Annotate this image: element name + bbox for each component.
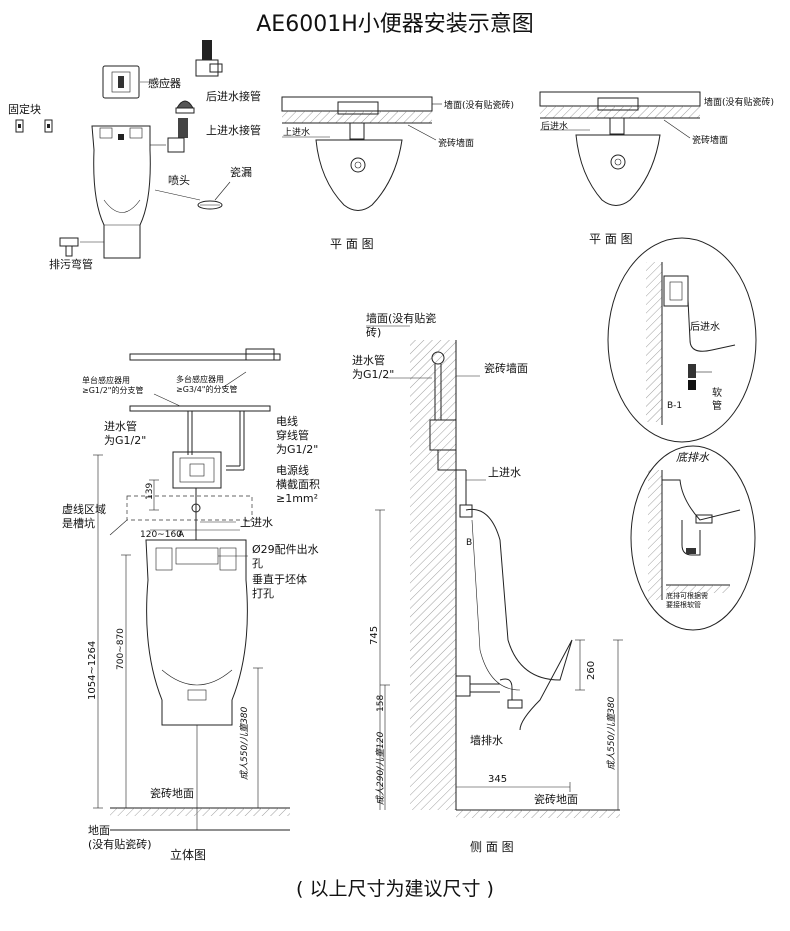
top-inlet-joint-label: 上进水接管	[206, 123, 261, 137]
urinal-body-part	[91, 125, 151, 259]
conduit-label-1: 电线	[276, 414, 298, 428]
multi-branch-label-1: 多台感应器用	[176, 374, 224, 384]
floor-drain-note-1: 底排可根据需	[666, 591, 708, 600]
plan-right-inlet-label: 后进水	[541, 120, 568, 132]
side-inlet-pipe-label-1: 进水管	[352, 353, 385, 367]
fixing-block-part	[15, 119, 53, 133]
side-dim-158: 158	[376, 695, 386, 712]
side-tile-wall-label: 瓷砖墙面	[484, 361, 528, 375]
side-inlet-pipe-label-2: 为G1/2"	[352, 368, 394, 381]
strainer-label: 瓷漏	[230, 165, 252, 179]
floor-label-1: 地面	[88, 824, 110, 837]
page-title: AE6001H小便器安装示意图	[256, 12, 534, 37]
drain-bend-part	[59, 237, 104, 257]
footer-note: ( 以上尺寸为建议尺寸 )	[296, 878, 494, 900]
power-label-1: 电源线	[276, 463, 309, 477]
sensor-plate	[102, 65, 140, 99]
plan-left-tile-wall-label: 瓷砖墙面	[438, 137, 474, 149]
plan-left-inlet-label: 上进水	[283, 126, 310, 138]
point-a-label: A	[178, 530, 185, 540]
side-wall-drain-label: 墙排水	[470, 733, 503, 747]
side-dim-550: 成人550/儿童380	[606, 696, 617, 770]
single-branch-label-2: ≥G1/2"的分支管	[82, 385, 143, 395]
side-dim-260: 260	[586, 661, 597, 680]
multi-branch-label-2: ≥G3/4"的分支管	[176, 384, 237, 394]
plan-view-rear-inlet: 墙面(没有贴瓷砖) 后进水 瓷砖墙面 平 面 图	[539, 91, 774, 246]
dashed-area-label-2: 是槽坑	[62, 516, 95, 530]
elevation-caption: 立体图	[170, 847, 206, 862]
side-wall-label-2: 砖)	[366, 325, 381, 339]
dim-total: 1054~1264	[87, 641, 98, 700]
b1-label: B-1	[667, 401, 682, 411]
side-top-inlet-label: 上进水	[488, 466, 521, 479]
dim-700-870: 700~870	[116, 628, 126, 670]
elevation-urinal	[145, 539, 248, 726]
dim-adult-child: 成人550/儿童380	[239, 706, 250, 780]
elevation-tile-floor-label: 瓷砖地面	[150, 786, 194, 800]
plan-right-tile-wall-label: 瓷砖墙面	[692, 134, 728, 146]
dim-120-160: 120~160	[140, 530, 182, 540]
dashed-area-label-1: 虚线区域	[62, 502, 106, 516]
side-tile-floor-label: 瓷砖地面	[534, 792, 578, 806]
power-label-3: ≥1mm²	[276, 492, 318, 505]
hole-label-4: 打孔	[252, 586, 274, 600]
side-sensor-box	[429, 419, 457, 451]
hole-label-3: 垂直于坯体	[252, 572, 307, 586]
side-dim-345: 345	[488, 774, 507, 785]
detail-floor-drain: 底排水 底排可根据需 要接根软管	[630, 445, 756, 631]
plan-left-caption: 平 面 图	[330, 237, 374, 251]
power-label-2: 横截面积	[276, 477, 320, 491]
exploded-parts-view: 感应器 固定块 后进水接管 上进水接管 喷头 瓷漏 排污弯管	[8, 40, 261, 271]
rear-inlet-joint-label: 后进水接管	[206, 89, 261, 103]
floor-drain-title: 底排水	[676, 451, 710, 464]
conduit-label-2: 穿线管	[276, 428, 309, 442]
b1-soft-pipe-label-1: 软	[712, 386, 722, 399]
side-caption: 侧 面 图	[470, 840, 514, 854]
elevation-top-inlet-label: 上进水	[240, 516, 273, 529]
hole-label-1: Ø29配件出水	[252, 542, 319, 556]
b1-rear-inlet-label: 后进水	[690, 321, 720, 333]
b1-soft-pipe-label-2: 管	[712, 399, 722, 412]
nozzle-label: 喷头	[168, 174, 190, 187]
side-point-b: B	[466, 538, 472, 548]
fixing-block-label: 固定块	[8, 102, 41, 116]
single-branch-label-1: 单台感应器用	[82, 375, 130, 385]
conduit-label-3: 为G1/2"	[276, 443, 318, 456]
side-urinal-profile	[465, 508, 573, 731]
drain-bend-label: 排污弯管	[49, 257, 93, 271]
sensor-label: 感应器	[148, 76, 181, 90]
side-dim-745: 745	[369, 626, 380, 645]
inlet-pipe-label-1: 进水管	[104, 419, 137, 433]
rear-inlet-joint-part	[195, 40, 223, 77]
side-wall-label-1: 墙面(没有贴瓷	[366, 311, 436, 325]
floor-drain-note-2: 要接根软管	[666, 600, 701, 609]
top-inlet-joint-part	[150, 118, 188, 153]
plan-view-top-inlet: 墙面(没有贴瓷砖) 上进水 瓷砖墙面 平 面 图	[281, 96, 514, 251]
dim-139: 139	[145, 483, 155, 500]
sensor-cap-part	[176, 100, 194, 109]
strainer-part	[197, 200, 223, 210]
plan-right-wall-label: 墙面(没有贴瓷砖)	[704, 96, 774, 108]
floor-label-2: (没有贴瓷砖)	[88, 837, 152, 851]
elevation-view: 单台感应器用 ≥G1/2"的分支管 多台感应器用 ≥G3/4"的分支管 进水管 …	[62, 348, 320, 862]
hole-label-2: 孔	[252, 557, 263, 570]
side-dim-290: 成人290/儿童120	[375, 731, 386, 805]
elevation-sensor-box	[172, 451, 222, 489]
inlet-pipe-label-2: 为G1/2"	[104, 434, 146, 447]
plan-left-wall-label: 墙面(没有贴瓷砖)	[444, 99, 514, 111]
detail-b1-rear-inlet: 后进水 B-1 软 管	[607, 237, 757, 443]
plan-right-caption: 平 面 图	[589, 232, 633, 246]
side-view: 墙面(没有贴瓷 砖) 进水管 为G1/2" 瓷砖墙面 上进水 B 745 158…	[352, 311, 623, 854]
